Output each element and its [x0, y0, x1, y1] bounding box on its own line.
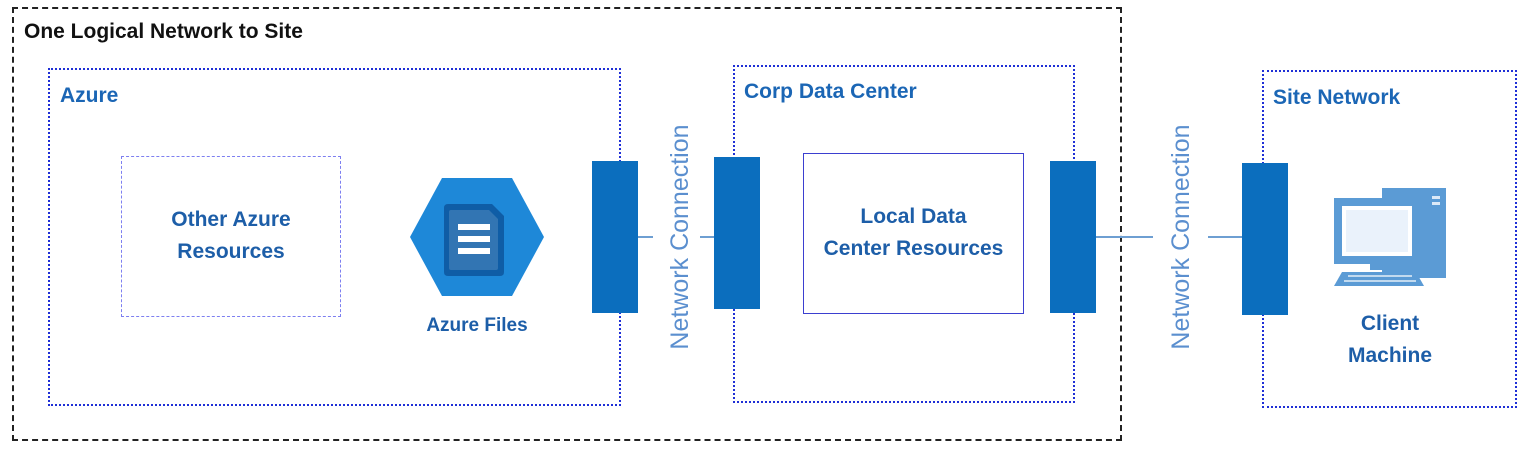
client-machine-label: Client Machine [1347, 312, 1433, 367]
link-corp-out [1096, 236, 1153, 238]
corp-gateway-left [714, 157, 760, 309]
other-azure-resources-box [121, 156, 341, 317]
outer-boundary [12, 7, 1122, 441]
azure-files-label: Azure Files [426, 315, 528, 336]
link-corp-stub [700, 236, 714, 238]
network-connection-label-right: Network Connection [1167, 124, 1195, 350]
local-data-center-resources-box [803, 153, 1024, 314]
azure-gateway [592, 161, 638, 313]
local-data-center-resources-label: Local Data Center Resources [823, 205, 1004, 260]
azure-zone-label: Azure [60, 84, 119, 107]
computer-icon [1334, 188, 1446, 286]
corp-data-center-label: Corp Data Center [744, 80, 917, 103]
outer-boundary-label: One Logical Network to Site [24, 20, 303, 43]
link-azure-stub [637, 236, 653, 238]
site-network-label: Site Network [1273, 86, 1401, 109]
link-site-in [1208, 236, 1242, 238]
network-connection-label-left: Network Connection [666, 124, 694, 350]
site-gateway [1242, 163, 1288, 315]
other-azure-resources-label: Other Azure Resources [171, 208, 291, 263]
azure-files-icon [410, 178, 544, 296]
corp-gateway-right [1050, 161, 1096, 313]
